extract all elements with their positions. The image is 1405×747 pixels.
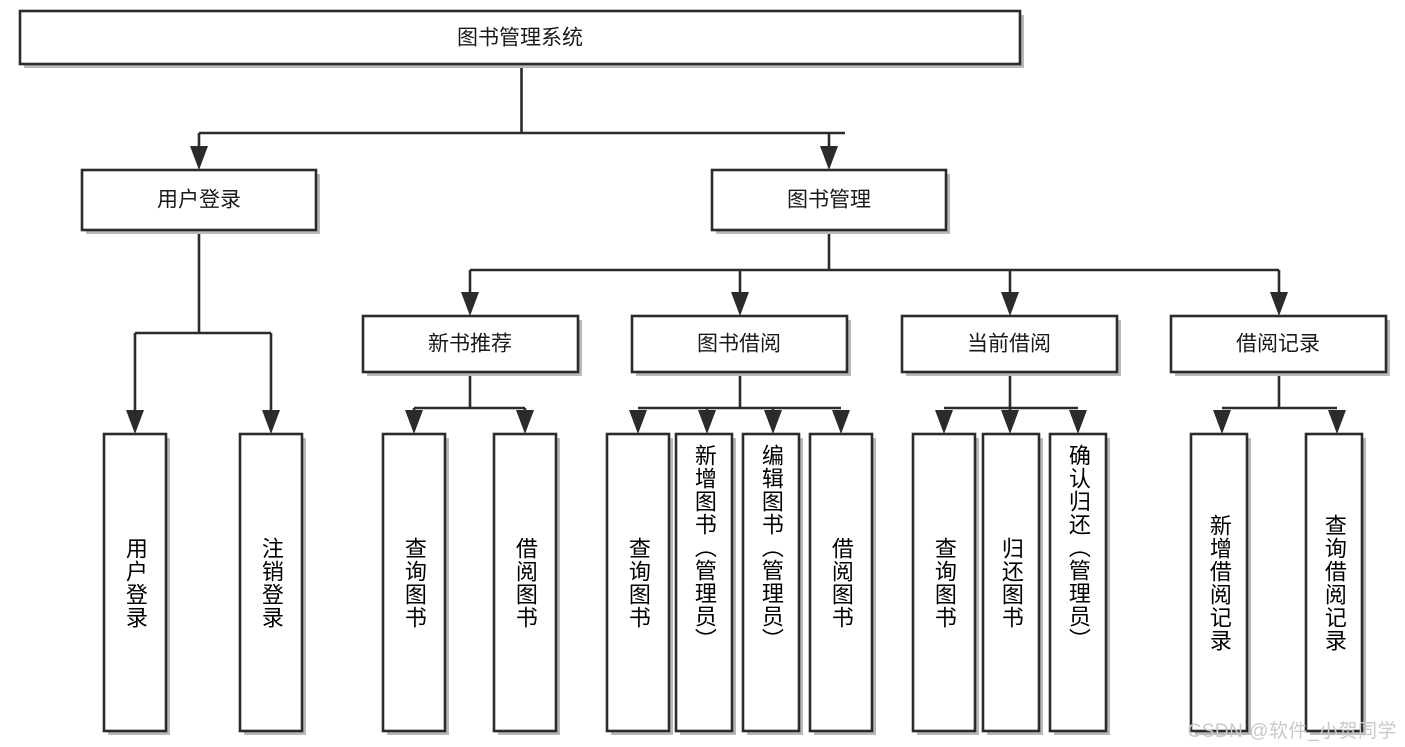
watermark: CSDN @软件_小贺同学 xyxy=(1187,721,1397,742)
node-root[interactable]: 图书管理系统 xyxy=(18,9,1024,68)
leaf-newbook-query-rect xyxy=(381,432,447,733)
leaf-currentborrow-return-rect xyxy=(981,432,1041,733)
arrowhead-bookborrow-leaf1 xyxy=(629,410,647,434)
arrowhead-user-login xyxy=(190,146,208,170)
arrowhead-newbook-leaf1 xyxy=(405,410,423,434)
arrowhead-new-book xyxy=(461,292,479,316)
node-book-borrow-label: 图书借阅 xyxy=(697,333,781,356)
arrowhead-currentborrow-leaf2 xyxy=(1001,410,1019,434)
leaf-user-login-rect xyxy=(102,432,168,733)
arrowhead-currentborrow-leaf1 xyxy=(935,410,953,434)
node-new-book-recommend-rect xyxy=(361,314,580,374)
arrowhead-bookborrow-leaf2 xyxy=(698,410,716,434)
arrowhead-newbook-leaf2 xyxy=(516,410,534,434)
leaf-bookborrow-query[interactable] xyxy=(605,432,673,735)
leaf-borrowrecord-add-rect xyxy=(1189,432,1249,733)
node-book-management-label: 图书管理 xyxy=(787,189,871,212)
node-borrow-record-rect xyxy=(1169,314,1388,374)
leaf-bookborrow-edit-rect xyxy=(741,432,801,733)
leaf-user-login[interactable] xyxy=(102,432,170,735)
arrowhead-book-mgmt xyxy=(820,146,838,170)
leaf-newbook-borrow[interactable] xyxy=(492,432,560,735)
leaf-bookborrow-borrow[interactable] xyxy=(808,432,876,735)
node-borrow-record-label: 借阅记录 xyxy=(1236,333,1320,356)
node-current-borrow[interactable]: 当前借阅 xyxy=(900,314,1121,376)
arrowhead-leaf-logout xyxy=(262,410,280,434)
leaf-currentborrow-query-rect xyxy=(911,432,977,733)
leaf-bookborrow-add-rect xyxy=(674,432,734,733)
node-root-rect xyxy=(18,9,1022,66)
node-new-book-recommend[interactable]: 新书推荐 xyxy=(361,314,582,376)
node-current-borrow-rect xyxy=(900,314,1119,374)
node-root-label: 图书管理系统 xyxy=(457,27,583,50)
node-book-borrow-rect xyxy=(630,314,849,374)
arrowhead-bookborrow-leaf3 xyxy=(764,410,782,434)
leaf-bookborrow-query-rect xyxy=(605,432,671,733)
arrowhead-current-borrow xyxy=(1001,292,1019,316)
node-current-borrow-label: 当前借阅 xyxy=(967,333,1051,356)
leaf-bookborrow-edit[interactable] xyxy=(741,432,803,735)
node-user-login-label: 用户登录 xyxy=(157,189,241,212)
leaf-currentborrow-confirm-rect xyxy=(1048,432,1108,733)
leaf-borrowrecord-query[interactable] xyxy=(1304,432,1366,735)
leaf-newbook-borrow-rect xyxy=(492,432,558,733)
arrowhead-currentborrow-leaf3 xyxy=(1069,410,1087,434)
leaf-bookborrow-borrow-rect xyxy=(808,432,874,733)
arrowhead-borrow-record xyxy=(1270,292,1288,316)
arrowhead-borrowrecord-leaf1 xyxy=(1213,410,1231,434)
leaf-currentborrow-query[interactable] xyxy=(911,432,979,735)
leaf-bookborrow-add[interactable] xyxy=(674,432,736,735)
arrowhead-borrowrecord-leaf2 xyxy=(1328,410,1346,434)
arrowhead-leaf-user-login xyxy=(126,410,144,434)
leaf-logout-rect xyxy=(238,432,304,733)
node-book-management[interactable]: 图书管理 xyxy=(710,168,950,234)
node-user-login[interactable]: 用户登录 xyxy=(80,168,320,234)
leaf-newbook-query[interactable] xyxy=(381,432,449,735)
leaf-borrowrecord-add[interactable] xyxy=(1189,432,1251,735)
node-new-book-recommend-label: 新书推荐 xyxy=(428,333,512,356)
arrowhead-book-borrow xyxy=(731,292,749,316)
leaf-currentborrow-return[interactable] xyxy=(981,432,1043,735)
node-user-login-rect xyxy=(80,168,318,232)
leaf-logout[interactable] xyxy=(238,432,306,735)
connector-layer xyxy=(126,67,1346,434)
node-book-management-rect xyxy=(710,168,948,232)
leaf-borrowrecord-query-rect xyxy=(1304,432,1364,733)
node-borrow-record[interactable]: 借阅记录 xyxy=(1169,314,1390,376)
node-book-borrow[interactable]: 图书借阅 xyxy=(630,314,851,376)
arrowhead-bookborrow-leaf4 xyxy=(832,410,850,434)
leaf-currentborrow-confirm[interactable] xyxy=(1048,432,1110,735)
